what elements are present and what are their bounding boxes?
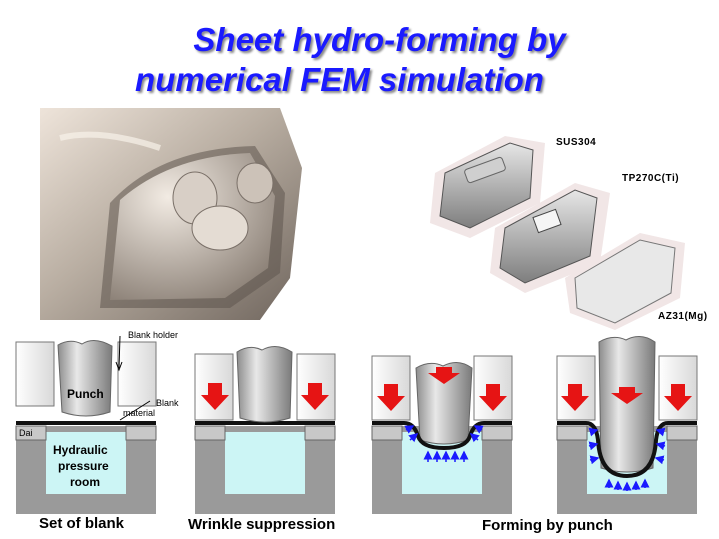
label-dai: Dai — [19, 428, 33, 438]
material-label-sus304: SUS304 — [556, 137, 597, 148]
caption-set-of-blank: Set of blank — [39, 515, 125, 532]
diagram-set-of-blank — [15, 340, 157, 514]
caption-forming-by-punch: Forming by punch — [482, 517, 613, 534]
label-pressure: pressure — [58, 459, 109, 473]
title-line-1: Sheet hydro-forming by — [193, 21, 566, 58]
formed-part-photo — [40, 108, 302, 320]
title-line-2: numerical FEM simulation — [135, 61, 544, 98]
label-punch: Punch — [67, 387, 104, 401]
material-label-mg: AZ31(Mg) — [658, 311, 708, 322]
material-label-ti: TP270C(Ti) — [622, 173, 680, 184]
label-room: room — [70, 475, 100, 489]
process-diagrams — [15, 335, 698, 514]
label-blank: Blank — [156, 398, 179, 408]
label-blank-holder: Blank holder — [128, 330, 179, 340]
caption-wrinkle-suppression: Wrinkle suppression — [188, 516, 336, 533]
diagram-forming-partial — [371, 355, 513, 514]
samples-photo — [430, 136, 685, 330]
diagram-forming-full — [556, 336, 698, 514]
label-hydraulic: Hydraulic — [53, 443, 108, 457]
label-material: material — [123, 408, 156, 418]
diagram-wrinkle-suppression — [194, 346, 336, 514]
